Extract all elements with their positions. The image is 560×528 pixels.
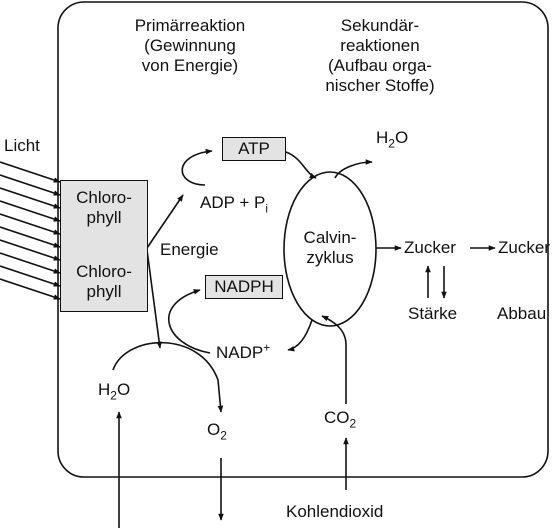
starch-label: Stärke <box>408 304 458 323</box>
energy-arrow-down <box>146 249 162 349</box>
calvin-to-nadp-arc <box>287 319 313 352</box>
nadp-label: NADP+ <box>216 340 271 362</box>
co2-label: CO2 <box>324 408 357 431</box>
water-bottom-label: H2O <box>98 380 131 403</box>
co2-to-calvin-arc <box>321 315 347 404</box>
sugar-label-2: Zucker <box>498 238 550 257</box>
atp-box <box>222 137 286 161</box>
light-label: Licht <box>4 136 40 155</box>
primary-reaction-heading: Primärreaktion (Gewinnung von Energie) <box>134 16 246 75</box>
chlorophyll-label-2: Chloro- phyll <box>76 262 132 301</box>
nadph-label: NADPH <box>214 277 274 296</box>
adp-label: ADP + Pi <box>200 193 269 216</box>
water-splitting-arc <box>112 341 224 413</box>
atp-to-calvin-arc <box>285 151 317 179</box>
chlorophyll-box <box>60 180 148 312</box>
calvin-cycle-ellipse <box>283 171 377 327</box>
water-top-label: H2O <box>376 128 409 151</box>
atp-label: ATP <box>238 139 270 158</box>
water-release-arrow <box>334 159 373 179</box>
carbon-dioxide-label: Kohlendioxid <box>286 502 384 521</box>
oxygen-label: O2 <box>207 420 227 443</box>
light-rays <box>0 161 61 300</box>
breakdown-label: Abbau <box>497 304 547 323</box>
adp-to-atp-arc <box>181 148 213 186</box>
nadp-to-nadph-arc <box>168 289 211 354</box>
chloroplast-outline <box>57 1 549 478</box>
secondary-reaction-heading: Sekundär- reaktionen (Aufbau orga- nisch… <box>325 16 435 95</box>
energy-arrow-up <box>146 194 184 249</box>
chlorophyll-label-1: Chloro- phyll <box>76 188 132 227</box>
sugar-label-1: Zucker <box>404 238 456 257</box>
calvin-cycle-label: Calvin- zyklus <box>303 228 357 267</box>
energy-label: Energie <box>160 240 219 259</box>
nadph-box <box>205 275 283 299</box>
